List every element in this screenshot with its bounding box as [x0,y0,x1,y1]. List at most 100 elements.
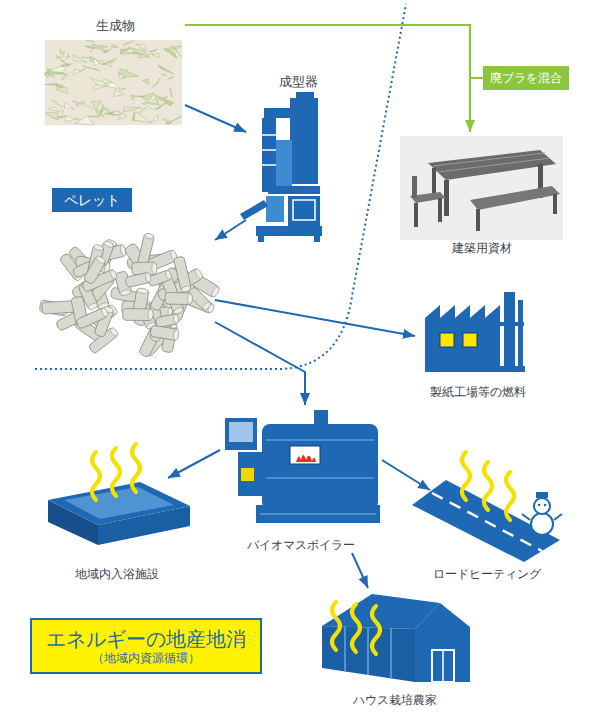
pellet [165,292,193,304]
pellet-machine-part [266,196,284,222]
pellet-body [83,255,106,285]
pellet-end [181,285,191,292]
biomass-boiler-part [266,477,374,479]
biomass-boiler-part [262,424,378,510]
biomass-boiler-part [296,455,316,462]
flow-arrow [215,300,415,336]
pellet-machine [240,92,322,242]
pellet-node: ペレット [40,186,215,362]
wood-chip [123,40,135,45]
wood-chip [165,116,182,124]
node-label: 生成物 [96,18,135,34]
road-heating-icon-part [554,514,562,520]
road-heating-icon-part [531,513,553,535]
pellet-machine-part [262,164,276,166]
building-material-photo-part [438,198,442,222]
pellet-machine-part [290,98,318,184]
biomass-boiler-part [290,446,320,464]
wood-chip [87,40,95,42]
greenhouse-icon-part [332,602,340,650]
chip-photo-part [45,40,182,125]
pellet-machine-part [240,200,268,220]
wood-chip [52,100,58,105]
wood-chip [92,44,108,51]
wood-chip [113,89,124,96]
biomass-boiler-part [229,422,253,442]
wood-chip [49,63,68,73]
pellet [125,272,152,288]
road-heating-icon-part [484,462,492,510]
pellet-end [148,309,153,320]
bath-facility-node: 地域内入浴施設 [42,478,192,582]
bath-facility-icon-part [64,487,174,519]
pellet-end [88,302,99,311]
wood-chip [82,57,92,59]
wood-chip [165,46,182,51]
pellet-end [173,314,180,324]
wood-chip [123,107,141,112]
pellet-machine-part [276,140,292,188]
wood-chip [142,108,146,110]
pellet-end [144,233,154,240]
pellet-machine-part [262,118,276,192]
building-material-photo-part [428,150,556,180]
biomass-boiler-part [260,513,376,515]
biomass-boiler [225,410,380,523]
pellet-end [202,301,212,311]
wood-chip [119,71,124,79]
greenhouse-icon-part [415,603,470,682]
wood-chip [153,53,160,57]
pellet-end [165,270,173,280]
boundary-dotted-line [35,4,406,369]
wood-chip [90,51,92,53]
pellet-end [109,269,117,280]
wood-chip [104,112,118,115]
road-heating-icon-part [536,492,548,498]
building-material-photo-part [476,209,480,231]
factory-icon-part [425,305,500,372]
wood-chip [73,68,86,75]
pellet-machine-part [262,149,276,151]
node-label: 地域内入浴施設 [75,567,159,582]
wood-chip [168,76,174,79]
wood-chip [148,49,158,52]
wood-chip [45,112,58,120]
bath-facility-icon [48,444,190,545]
pellet-body [173,256,191,292]
wood-chip [45,84,59,86]
node-label: バイオマスボイラー [247,538,355,553]
pellet-end [173,329,180,340]
greenhouse-farm-node: ハウス栽培農家 [318,588,472,708]
flow-arrow [185,105,246,132]
pellet-body [123,309,153,321]
wood-chip [118,88,126,92]
pellet-end [152,262,157,274]
wood-chip [60,49,65,55]
pellet-end [187,293,192,304]
product-node: 生成物 [45,14,185,126]
road-heating-icon-part [412,480,560,562]
pellet-body [165,292,192,304]
biomass-boiler-part [314,410,328,426]
node-label: ロードヒーティング [433,567,541,582]
wood-chip [136,44,146,50]
greenhouse-icon-part [390,628,392,679]
pellet [173,256,191,293]
wood-chip [128,47,147,57]
pellet-machine-part [296,92,314,100]
node-label: 製紙工場等の燃料 [430,385,526,400]
pellet-end [194,268,204,280]
pellet-body [125,272,151,287]
wood-chip [133,112,151,122]
wood-chip [140,93,155,101]
factory-icon-part [463,333,477,347]
pellet-machine-part [264,108,294,118]
wood-chip [75,116,94,125]
wood-chip [73,101,94,108]
road-heating-icon-part [544,504,547,507]
biomass-boiler-part [256,505,380,523]
wood-chip [111,44,119,48]
node-subtitle: （地域内資源循環） [92,651,200,665]
